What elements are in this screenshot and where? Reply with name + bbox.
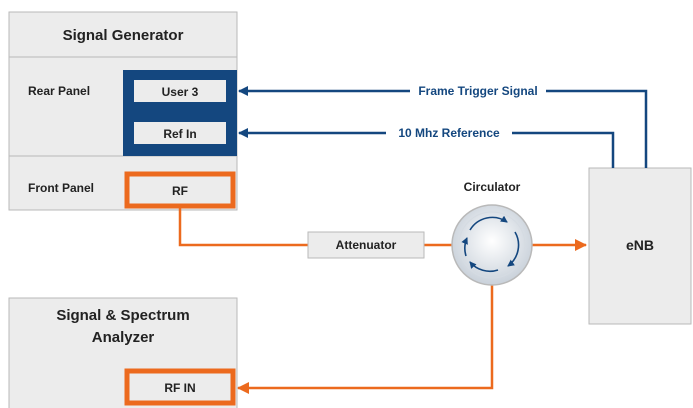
rear-panel-label: Rear Panel: [28, 84, 90, 98]
analyzer-title-line1: Signal & Spectrum: [56, 307, 189, 324]
analyzer-title-line2: Analyzer: [92, 329, 155, 346]
user3-port: [134, 80, 226, 102]
enb-label: eNB: [626, 237, 654, 253]
signal-generator-title: Signal Generator: [63, 27, 184, 44]
circulator-to-analyzer-line: [237, 285, 494, 394]
attenuator-label: Attenuator: [336, 238, 397, 252]
attenuator: Attenuator: [307, 231, 425, 259]
frame-trigger-label: Frame Trigger Signal: [418, 84, 537, 98]
signal-generator: Signal Generator Rear Panel Front Panel …: [8, 11, 238, 211]
user3-port-label: User 3: [162, 85, 199, 99]
front-panel-label: Front Panel: [28, 181, 94, 195]
frame-trigger-line: [238, 86, 648, 168]
enb: eNB: [588, 167, 692, 325]
reference-line: [238, 128, 615, 168]
circulator-label: Circulator: [464, 180, 521, 194]
rfin-port-label: RF IN: [164, 381, 195, 395]
rfin-port: [124, 368, 236, 406]
refin-port: [134, 122, 226, 144]
refin-port-label: Ref In: [163, 127, 196, 141]
rf-to-attenuator-line: [178, 206, 308, 247]
rf-port-label: RF: [172, 184, 188, 198]
reference-label: 10 Mhz Reference: [398, 126, 500, 140]
spectrum-analyzer: Signal & Spectrum Analyzer RF IN: [8, 297, 238, 408]
rf-port: [124, 171, 236, 209]
circulator-icon: [451, 204, 533, 286]
